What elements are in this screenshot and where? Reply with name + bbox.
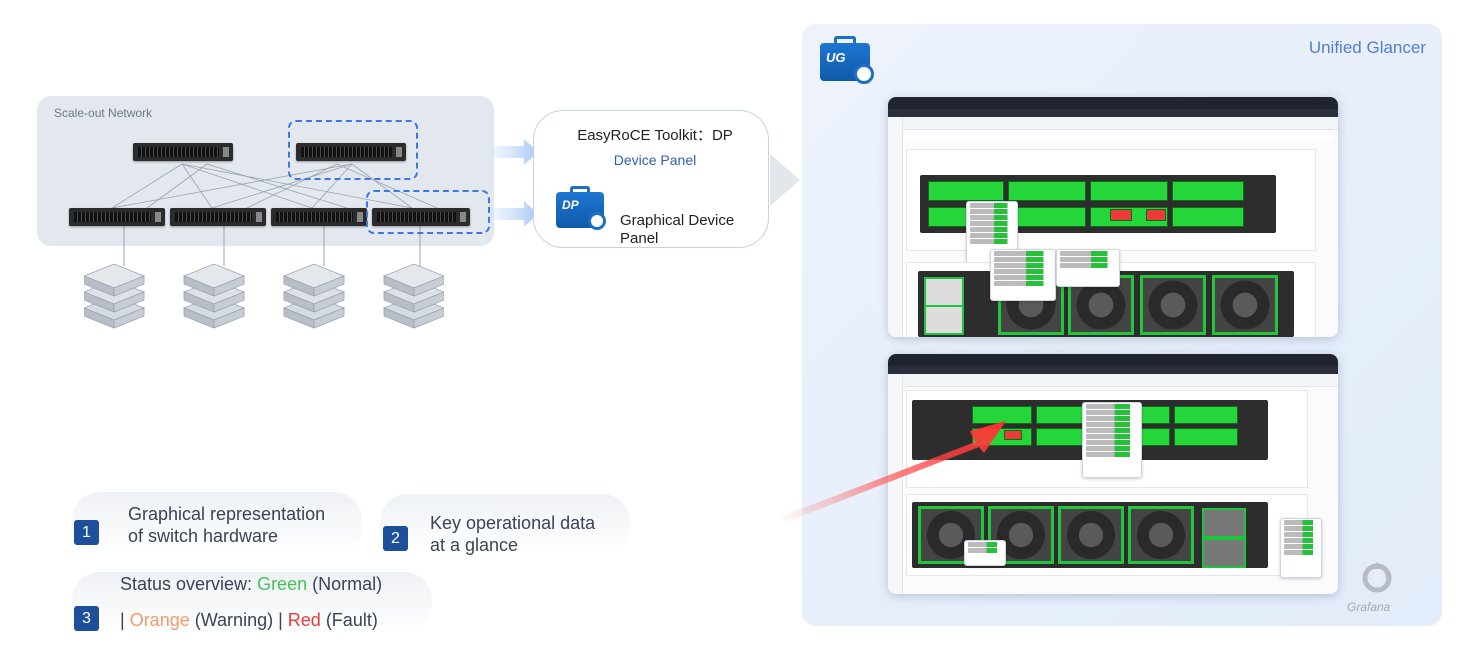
highlight-spine-box bbox=[288, 120, 418, 180]
legend-item-2 bbox=[380, 494, 630, 554]
legend-text-2a: Key operational data bbox=[430, 513, 596, 533]
arrows-to-toolkit bbox=[490, 139, 538, 227]
legend-text-1a: Graphical representation bbox=[128, 504, 326, 524]
legend-item-1 bbox=[72, 492, 362, 554]
legend-number-1: 1 bbox=[74, 520, 99, 545]
highlight-leaf-box bbox=[366, 190, 490, 234]
network-title: Scale-out Network bbox=[54, 106, 153, 120]
dp-toolbox-icon: DP bbox=[556, 186, 608, 232]
status-overview-line2: | Orange (Warning) | Red (Fault) bbox=[120, 609, 378, 631]
status-sep2: | bbox=[273, 610, 288, 630]
legend-text-2b: at a glance bbox=[430, 535, 519, 555]
leaf-switch-2 bbox=[170, 208, 266, 226]
status-prefix: Status overview: bbox=[120, 574, 258, 594]
network-links bbox=[111, 163, 438, 266]
status-green: Green bbox=[257, 574, 308, 594]
arrow-to-glancer bbox=[770, 154, 800, 206]
leaf-switch-3 bbox=[271, 208, 367, 226]
ug-toolbox-icon: UG bbox=[820, 36, 876, 86]
leaf-switch-1 bbox=[69, 208, 165, 226]
leaf-switch-4 bbox=[372, 208, 470, 226]
glancer-title: Unified Glancer bbox=[1308, 38, 1426, 57]
red-pointer-arrow bbox=[780, 421, 1006, 523]
legend-number-3: 3 bbox=[74, 606, 99, 631]
status-red-note: (Fault) bbox=[320, 610, 378, 630]
grafana-screenshot-1 bbox=[888, 97, 1338, 337]
grafana-label: Grafana bbox=[1347, 600, 1391, 614]
grafana-logo-icon bbox=[1362, 562, 1392, 593]
status-overview-line1: Status overview: Green (Normal) bbox=[120, 573, 382, 595]
server-stacks bbox=[84, 263, 444, 329]
status-orange-note: (Warning) bbox=[189, 610, 274, 630]
ug-icon-label: UG bbox=[826, 50, 846, 65]
legend-item-3 bbox=[72, 572, 432, 634]
spine-switch-1 bbox=[133, 143, 233, 161]
dp-icon-label: DP bbox=[562, 198, 579, 212]
grafana-screenshot-2 bbox=[888, 354, 1338, 594]
toolkit-title: EasyRoCE Toolkit：DP bbox=[577, 127, 733, 144]
status-red: Red bbox=[287, 610, 321, 630]
status-green-note: (Normal) bbox=[307, 574, 383, 594]
legend-number-2: 2 bbox=[383, 526, 408, 551]
status-sep1: | bbox=[120, 610, 130, 630]
status-orange: Orange bbox=[129, 610, 190, 630]
toolkit-subtitle: Device Panel bbox=[613, 152, 697, 168]
toolkit-feature: Graphical Device Panel bbox=[620, 212, 735, 247]
legend-text-1b: of switch hardware bbox=[128, 526, 279, 546]
spine-switch-2 bbox=[296, 143, 406, 161]
